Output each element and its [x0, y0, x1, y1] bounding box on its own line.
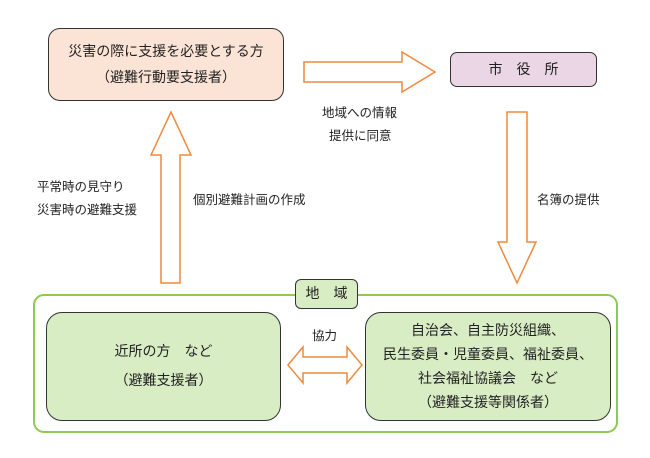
- organizations-line3: 社会福祉協議会 など: [418, 370, 558, 387]
- organizations-line2: 民生委員・児童委員、福祉委員、: [383, 346, 593, 363]
- support-label-line2: 災害時の避難支援: [37, 202, 138, 217]
- organizations-box: 自治会、自主防災組織、 民生委員・児童委員、福祉委員、 社会福祉協議会 など （…: [365, 312, 611, 421]
- neighbors-box-title: 近所の方 など: [114, 343, 213, 360]
- organizations-line1: 自治会、自主防災組織、: [411, 322, 565, 339]
- neighbors-box-subtitle: （避難支援者）: [114, 372, 213, 389]
- neighbors-box: 近所の方 など （避難支援者）: [46, 312, 281, 421]
- city-hall-label: 市 役 所: [488, 61, 559, 78]
- consent-label: 地域への情報 提供に同意: [322, 101, 397, 147]
- consent-label-line2: 提供に同意: [329, 128, 392, 143]
- person-box-subtitle: （避難行動要支援者）: [96, 69, 236, 86]
- person-box-title: 災害の際に支援を必要とする方: [68, 43, 264, 60]
- city-hall-box: 市 役 所: [450, 52, 597, 87]
- organizations-line4: （避難支援等関係者）: [418, 394, 558, 411]
- region-title-label: 地 域: [305, 286, 348, 302]
- region-title: 地 域: [295, 279, 358, 309]
- cooperation-label: 協力: [312, 328, 338, 343]
- down-arrow: [496, 111, 538, 285]
- right-arrow: [303, 50, 437, 94]
- list-label: 名簿の提供: [537, 192, 600, 207]
- person-box: 災害の際に支援を必要とする方 （避難行動要支援者）: [48, 28, 284, 101]
- up-arrow: [149, 110, 193, 284]
- double-arrow: [287, 344, 363, 386]
- support-label: 平常時の見守り 災害時の避難支援: [37, 175, 137, 221]
- plan-label: 個別避難計画の作成: [193, 192, 306, 207]
- support-label-line1: 平常時の見守り: [37, 179, 125, 194]
- consent-label-line1: 地域への情報: [322, 105, 398, 120]
